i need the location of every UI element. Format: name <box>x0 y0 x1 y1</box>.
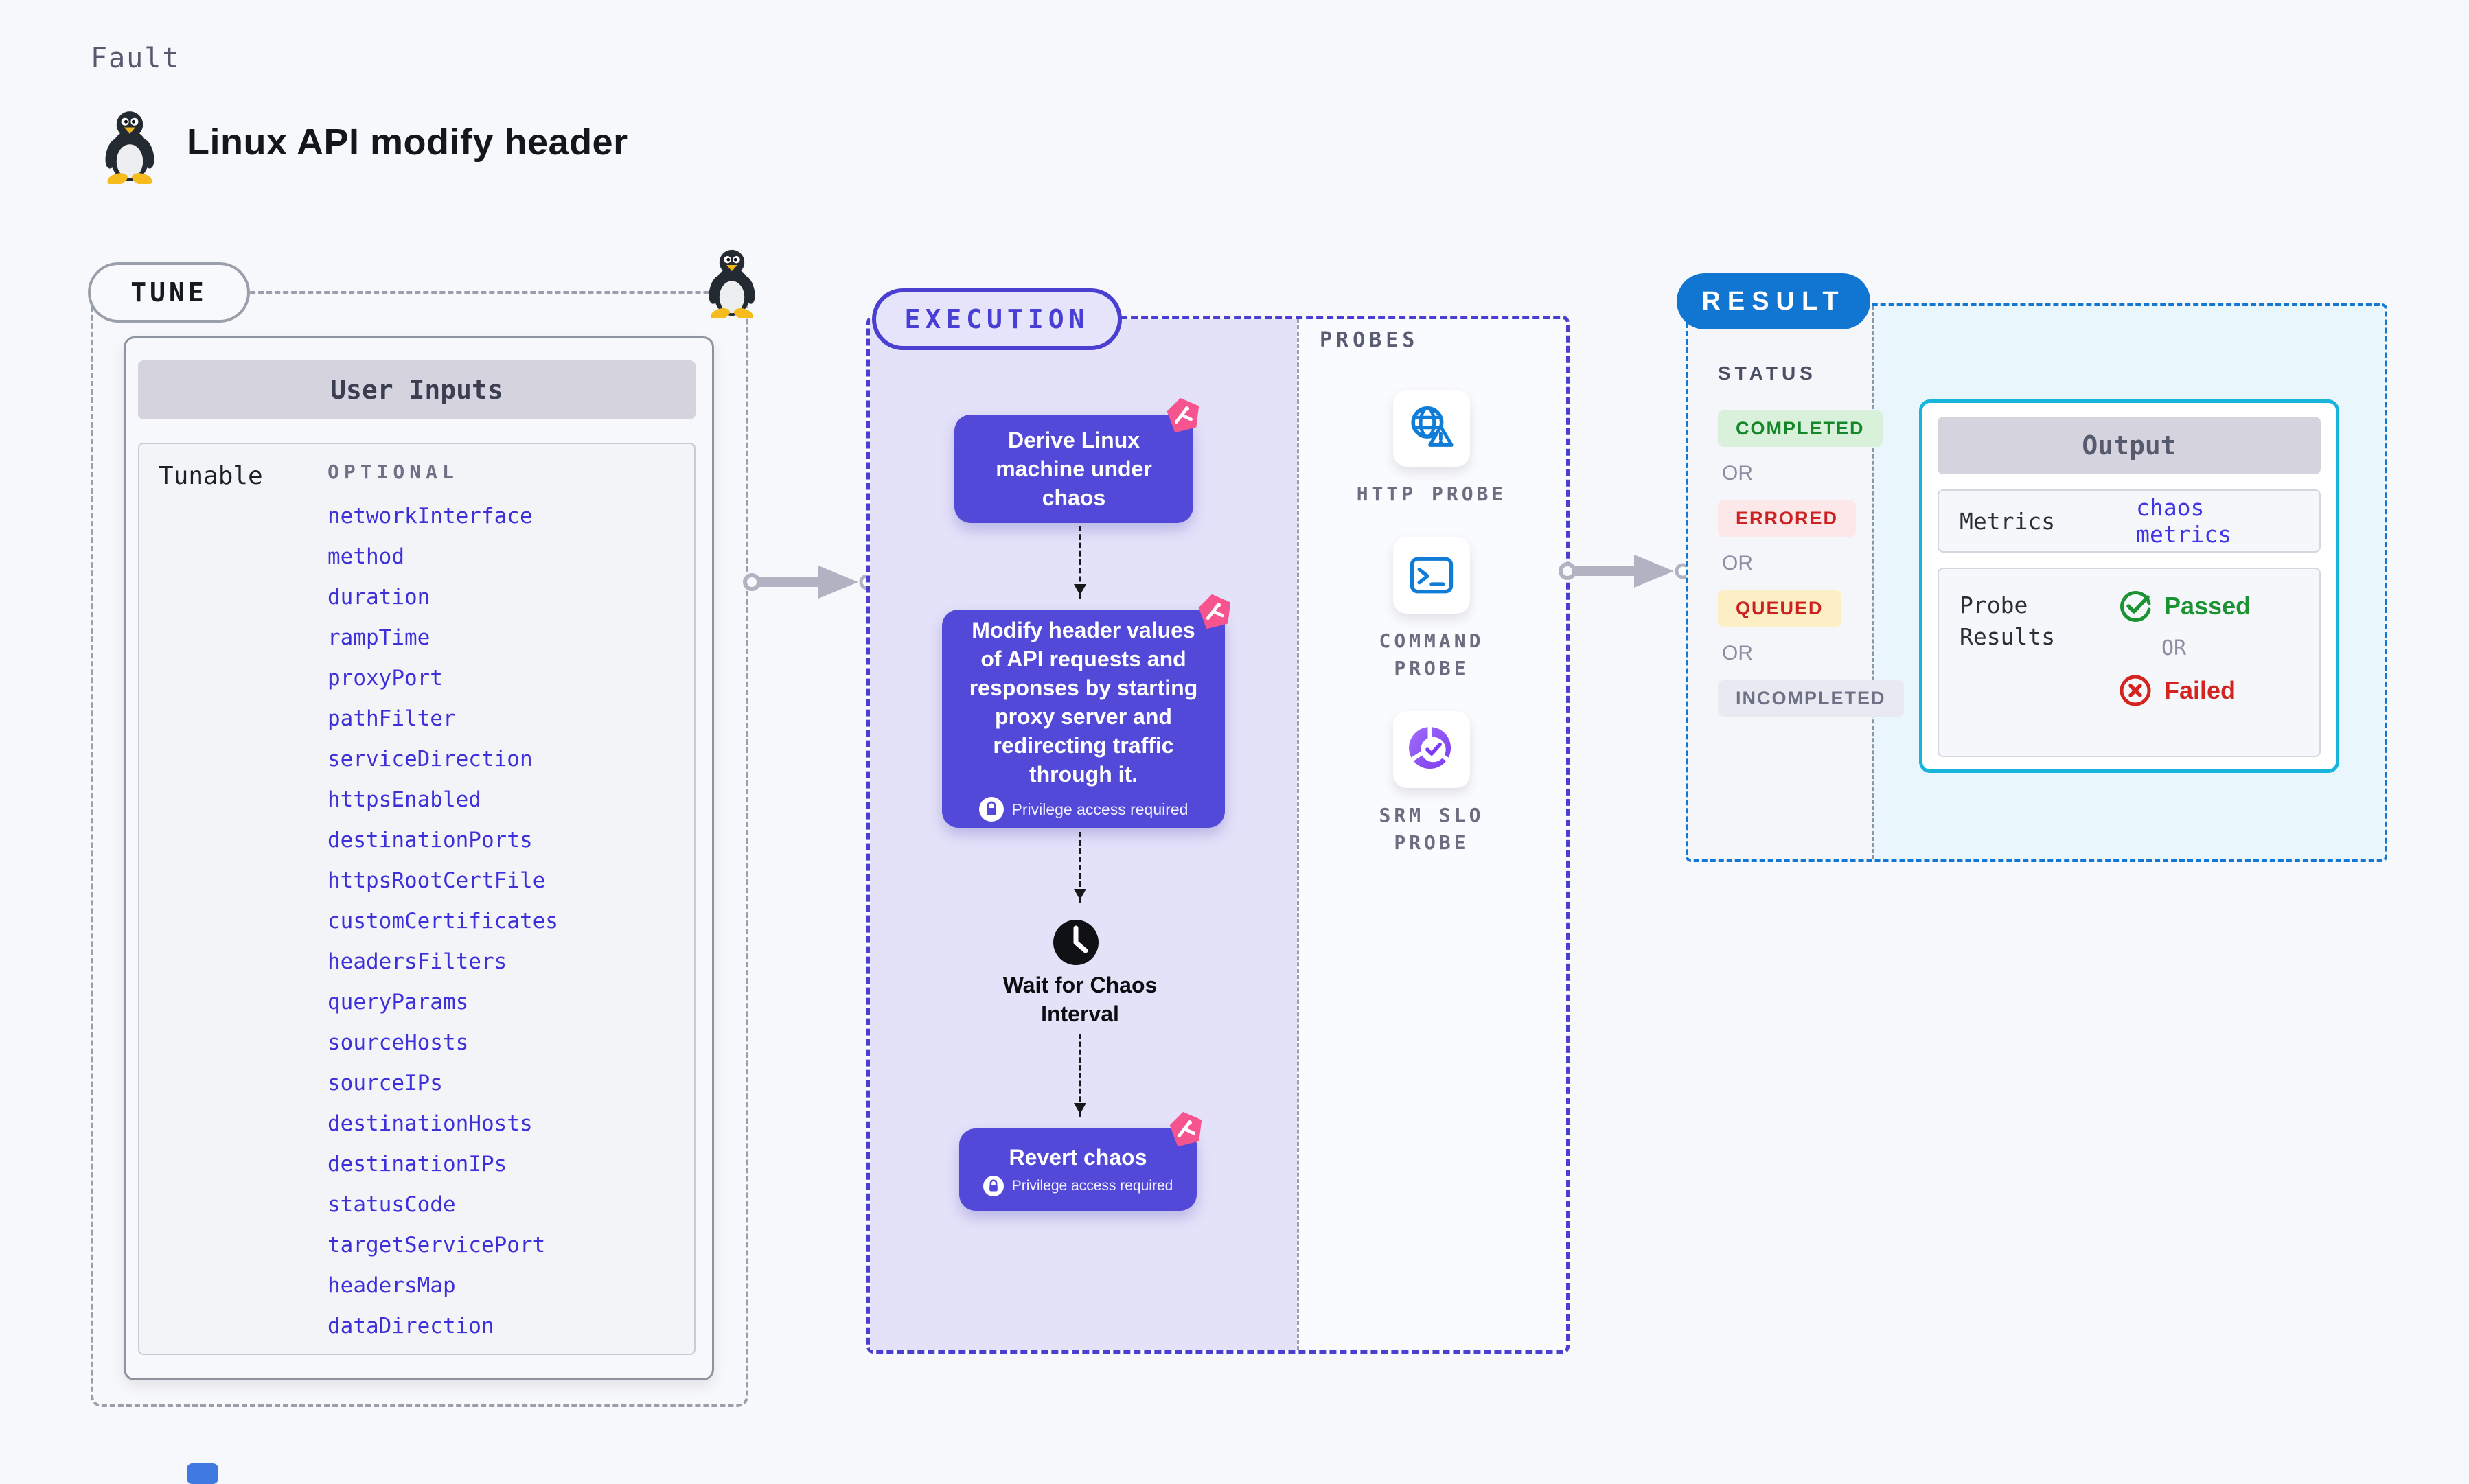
tunable-item[interactable]: dataDirection <box>328 1314 494 1338</box>
fault-kicker: Fault <box>91 43 181 74</box>
lock-icon <box>978 797 1004 822</box>
tunable-item[interactable]: destinationPorts <box>328 828 533 853</box>
tune-section <box>91 291 748 1407</box>
tunable-item[interactable]: queryParams <box>328 990 469 1015</box>
tunable-item[interactable]: sourceIPs <box>328 1071 443 1095</box>
tunable-item[interactable]: duration <box>328 585 430 610</box>
tunable-list: networkInterface method duration rampTime pr… <box>328 505 558 1338</box>
probe-results-values: Passed OR Failed <box>2119 590 2251 756</box>
chaos-corner-icon <box>1198 594 1231 629</box>
tunable-item[interactable]: httpsRootCertFile <box>328 868 546 893</box>
status-label: STATUS <box>1718 362 1817 384</box>
tux-penguin-icon <box>105 111 154 184</box>
page-title: Linux API modify header <box>187 121 628 163</box>
execution-to-result-arrow <box>1559 555 1691 588</box>
status-badge-completed: COMPLETED <box>1718 410 1883 447</box>
metrics-label: Metrics <box>1960 507 2056 535</box>
tux-penguin-icon <box>709 249 755 318</box>
privilege-note-text: Privilege access required <box>1011 800 1188 818</box>
tunable-item[interactable]: targetServicePort <box>328 1233 546 1257</box>
tunable-item[interactable]: networkInterface <box>328 504 533 529</box>
execution-badge: EXECUTION <box>872 288 1122 350</box>
probe-results-row: Probe Results Passed OR Failed <box>1938 568 2321 757</box>
revert-chaos-step: Revert chaos Privilege access required <box>959 1128 1197 1211</box>
probes-divider <box>1297 319 1299 1350</box>
check-circle-icon <box>2120 591 2151 622</box>
wait-interval-label: Wait for Chaos Interval <box>1002 973 1158 1026</box>
status-badge-queued: QUEUED <box>1718 590 1841 627</box>
privilege-note: Privilege access required <box>983 1176 1173 1196</box>
tunable-item[interactable]: statusCode <box>328 1192 456 1217</box>
revert-step-text: Revert chaos <box>1009 1145 1147 1170</box>
tunable-item[interactable]: customCertificates <box>328 909 558 934</box>
privilege-note-text: Privilege access required <box>1011 1178 1173 1194</box>
or-label: OR <box>1722 642 1753 664</box>
x-circle-icon <box>2120 675 2151 706</box>
flow-arrow <box>1074 1034 1086 1117</box>
status-list: COMPLETED OR ERRORED OR QUEUED OR INCOMPLETED <box>1718 410 1904 717</box>
tunable-item[interactable]: headersFilters <box>328 949 507 974</box>
metrics-value-link[interactable]: chaos metrics <box>2136 494 2232 548</box>
tunable-item[interactable]: pathFilter <box>328 706 456 731</box>
command-probe-label: COMMAND PROBE <box>1379 629 1484 680</box>
flow-arrow <box>1074 526 1086 599</box>
partial-widget <box>187 1463 218 1484</box>
flow-arrow <box>1074 832 1086 903</box>
result-badge: RESULT <box>1677 273 1870 329</box>
or-label: OR <box>2161 636 2187 660</box>
or-label: OR <box>1722 552 1753 575</box>
probe-results-label: Probe Results <box>1960 592 2056 650</box>
slo-donut-icon <box>1409 725 1451 769</box>
metrics-row: Metrics chaos metrics <box>1938 489 2321 553</box>
tunable-item[interactable]: serviceDirection <box>328 747 533 772</box>
status-badge-errored: ERRORED <box>1718 500 1857 537</box>
tunable-item[interactable]: headersMap <box>328 1273 456 1298</box>
srm-slo-probe-card <box>1393 711 1470 788</box>
tunable-item[interactable]: httpsEnabled <box>328 787 481 812</box>
command-probe-card <box>1393 537 1470 614</box>
terminal-icon <box>1410 557 1454 594</box>
or-label: OR <box>1722 462 1753 485</box>
chaos-corner-icon <box>1167 397 1199 433</box>
tunable-row-label: Tunable <box>159 462 263 490</box>
tunable-item[interactable]: rampTime <box>328 625 430 650</box>
tune-badge: TUNE <box>88 262 250 323</box>
http-probe-label: HTTP PROBE <box>1356 483 1507 505</box>
privilege-note: Privilege access required <box>978 797 1188 822</box>
modify-header-step: Modify header values of API requests and… <box>942 610 1225 828</box>
output-header: Output <box>1938 417 2321 474</box>
optional-column-label: OPTIONAL <box>328 461 459 483</box>
passed-result: Passed <box>2119 590 2251 623</box>
user-inputs-card: User Inputs Tunable OPTIONAL networkInte… <box>124 336 714 1380</box>
passed-label: Passed <box>2164 592 2251 620</box>
lock-icon <box>983 1176 1004 1196</box>
derive-machine-step: Derive Linux machine under chaos <box>954 415 1193 523</box>
globe-alert-icon <box>1411 406 1454 447</box>
tunable-item[interactable]: destinationIPs <box>328 1152 507 1176</box>
tune-to-execution-arrow <box>743 566 875 599</box>
http-probe-card <box>1393 390 1470 467</box>
user-inputs-header: User Inputs <box>138 360 696 419</box>
tunable-item[interactable]: sourceHosts <box>328 1030 469 1055</box>
derive-step-text: Derive Linux machine under chaos <box>996 428 1152 510</box>
modify-step-text: Modify header values of API requests and… <box>969 618 1198 787</box>
chaos-corner-icon <box>1169 1111 1202 1147</box>
tunable-item[interactable]: destinationHosts <box>328 1111 533 1136</box>
clock-icon <box>1053 920 1099 965</box>
tunables-table: Tunable OPTIONAL networkInterface method d… <box>138 443 696 1355</box>
failed-result: Failed <box>2119 674 2251 707</box>
srm-slo-probe-label: SRM SLO PROBE <box>1379 804 1484 854</box>
tunable-item[interactable]: method <box>328 544 404 569</box>
probes-label: PROBES <box>1320 328 1419 352</box>
failed-label: Failed <box>2164 676 2236 704</box>
status-badge-incompleted: INCOMPLETED <box>1718 680 1904 717</box>
output-card: Output Metrics chaos metrics Probe Resul… <box>1919 399 2339 773</box>
tunable-item[interactable]: proxyPort <box>328 666 443 691</box>
